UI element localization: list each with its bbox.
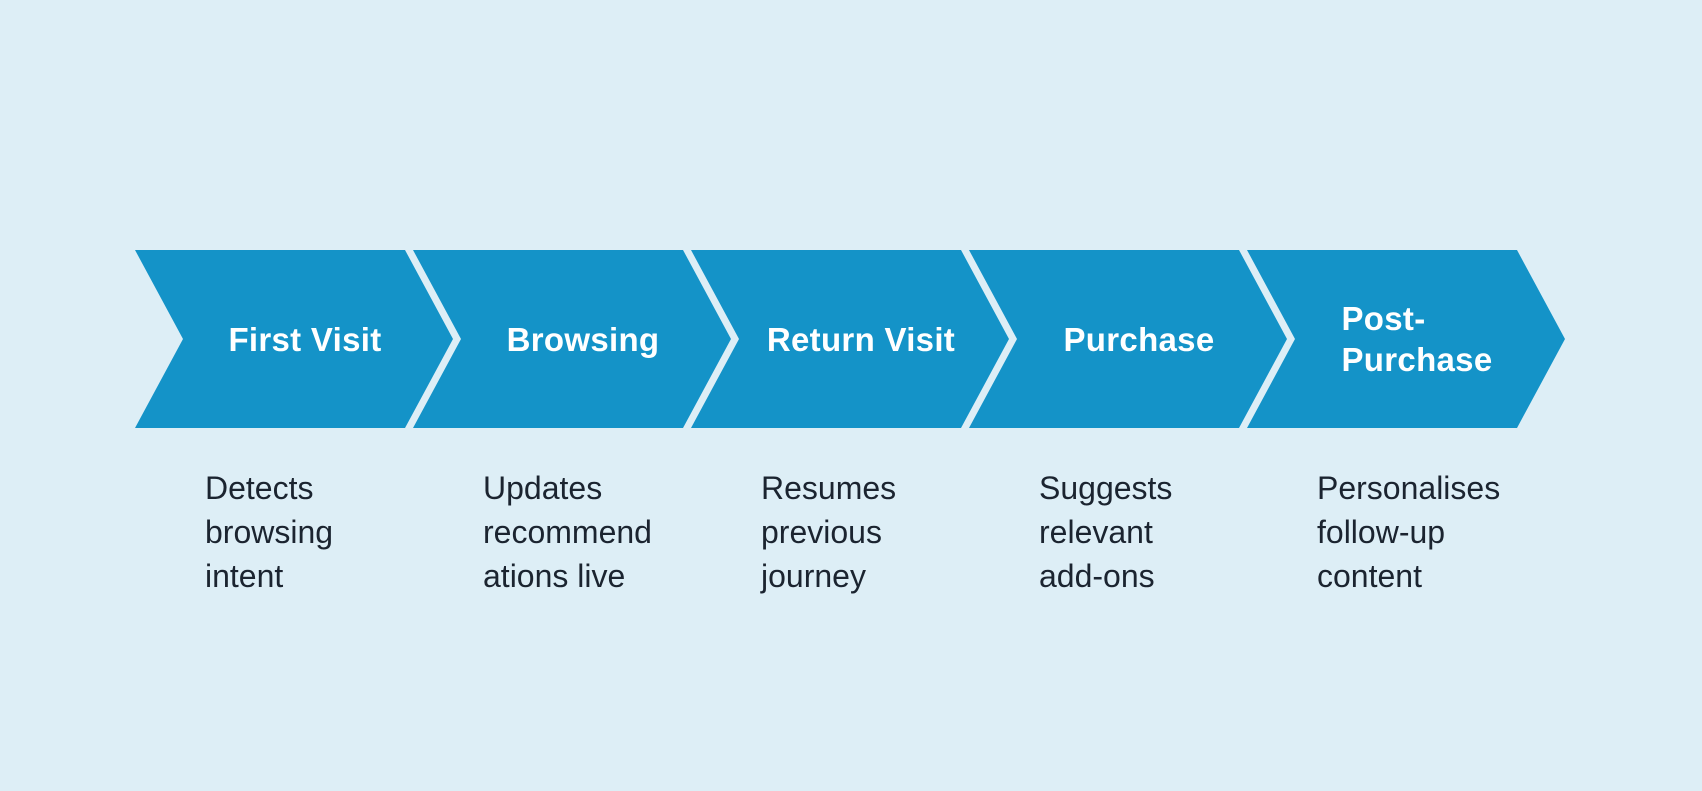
stage-label-return-visit: Return Visit	[766, 320, 956, 358]
chevron-purchase: Purchase	[969, 250, 1287, 428]
chevron-first-visit: First Visit	[135, 250, 453, 428]
stage-label-first-visit: First Visit	[228, 320, 382, 358]
chevron-return-visit: Return Visit	[691, 250, 1009, 428]
journey-stages-row: First Visit Browsing Return Visit Purcha…	[135, 250, 1565, 428]
chevron-post-purchase: Post-Purchase	[1247, 250, 1565, 428]
stage-label-browsing: Browsing	[506, 320, 660, 358]
chevron-browsing: Browsing	[413, 250, 731, 428]
stage-label-purchase: Purchase	[1063, 320, 1215, 358]
stage-label-post-purchase: Post-Purchase	[1341, 300, 1493, 378]
